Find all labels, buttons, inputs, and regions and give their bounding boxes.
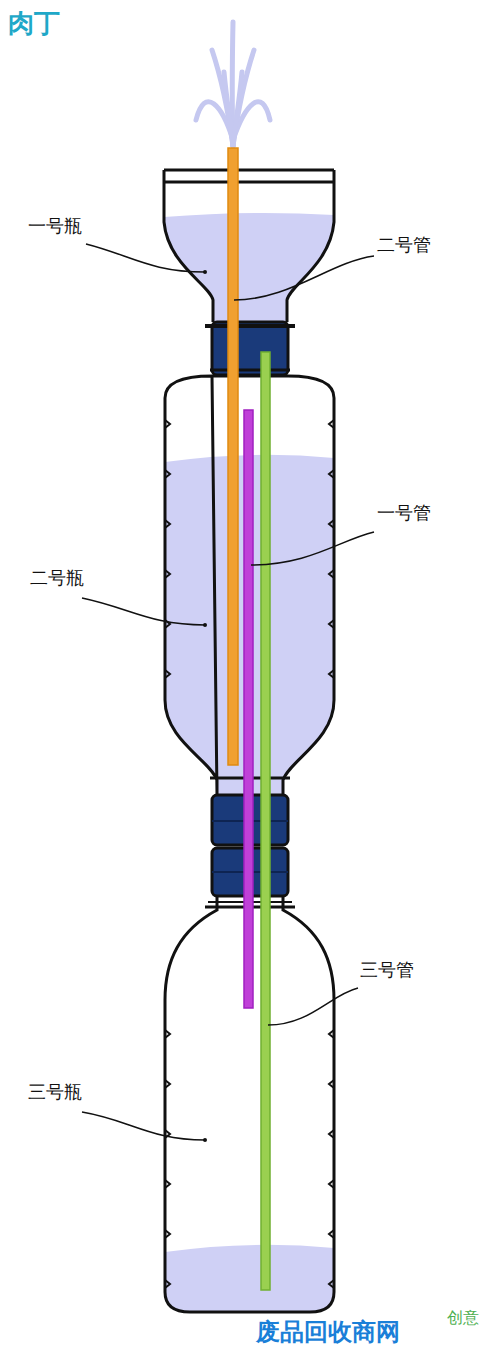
ridge [165, 1230, 170, 1238]
ridge [329, 470, 334, 478]
ridge [165, 520, 170, 528]
ridge [165, 570, 170, 578]
ridge [329, 1080, 334, 1088]
ridge [165, 1030, 170, 1038]
ridge [165, 1180, 170, 1188]
ridge [329, 1180, 334, 1188]
ridge [329, 670, 334, 678]
part-label: 三号管 [360, 960, 414, 982]
ridge [329, 1230, 334, 1238]
ridge [165, 470, 170, 478]
ridge [329, 1030, 334, 1038]
ridge [329, 1280, 334, 1288]
bottle-cap [212, 322, 288, 375]
ridge [329, 520, 334, 528]
part-label: 二号管 [377, 235, 431, 257]
ridge [329, 420, 334, 428]
water-spray [196, 22, 270, 146]
tube-2 [228, 148, 238, 765]
watermark-logo: 肉丁 [8, 8, 60, 39]
water-bottle3 [165, 1245, 334, 1312]
ridge [165, 670, 170, 678]
part-label: 一号瓶 [28, 216, 82, 238]
part-label: 二号瓶 [30, 568, 84, 590]
ridge [329, 620, 334, 628]
part-label: 一号管 [377, 503, 431, 525]
watermark-text: 创意 [447, 1308, 479, 1327]
ridge [165, 1080, 170, 1088]
water-bottle1 [164, 213, 334, 322]
ridge [329, 1130, 334, 1138]
leader-line [82, 244, 374, 1140]
ridge [329, 570, 334, 578]
tube-1 [244, 410, 253, 1008]
part-label: 三号瓶 [28, 1082, 82, 1104]
ridge [165, 420, 170, 428]
ridge [165, 1280, 170, 1288]
watermark-text: 废品回收商网 [256, 1318, 400, 1347]
tube-3 [261, 352, 270, 1290]
